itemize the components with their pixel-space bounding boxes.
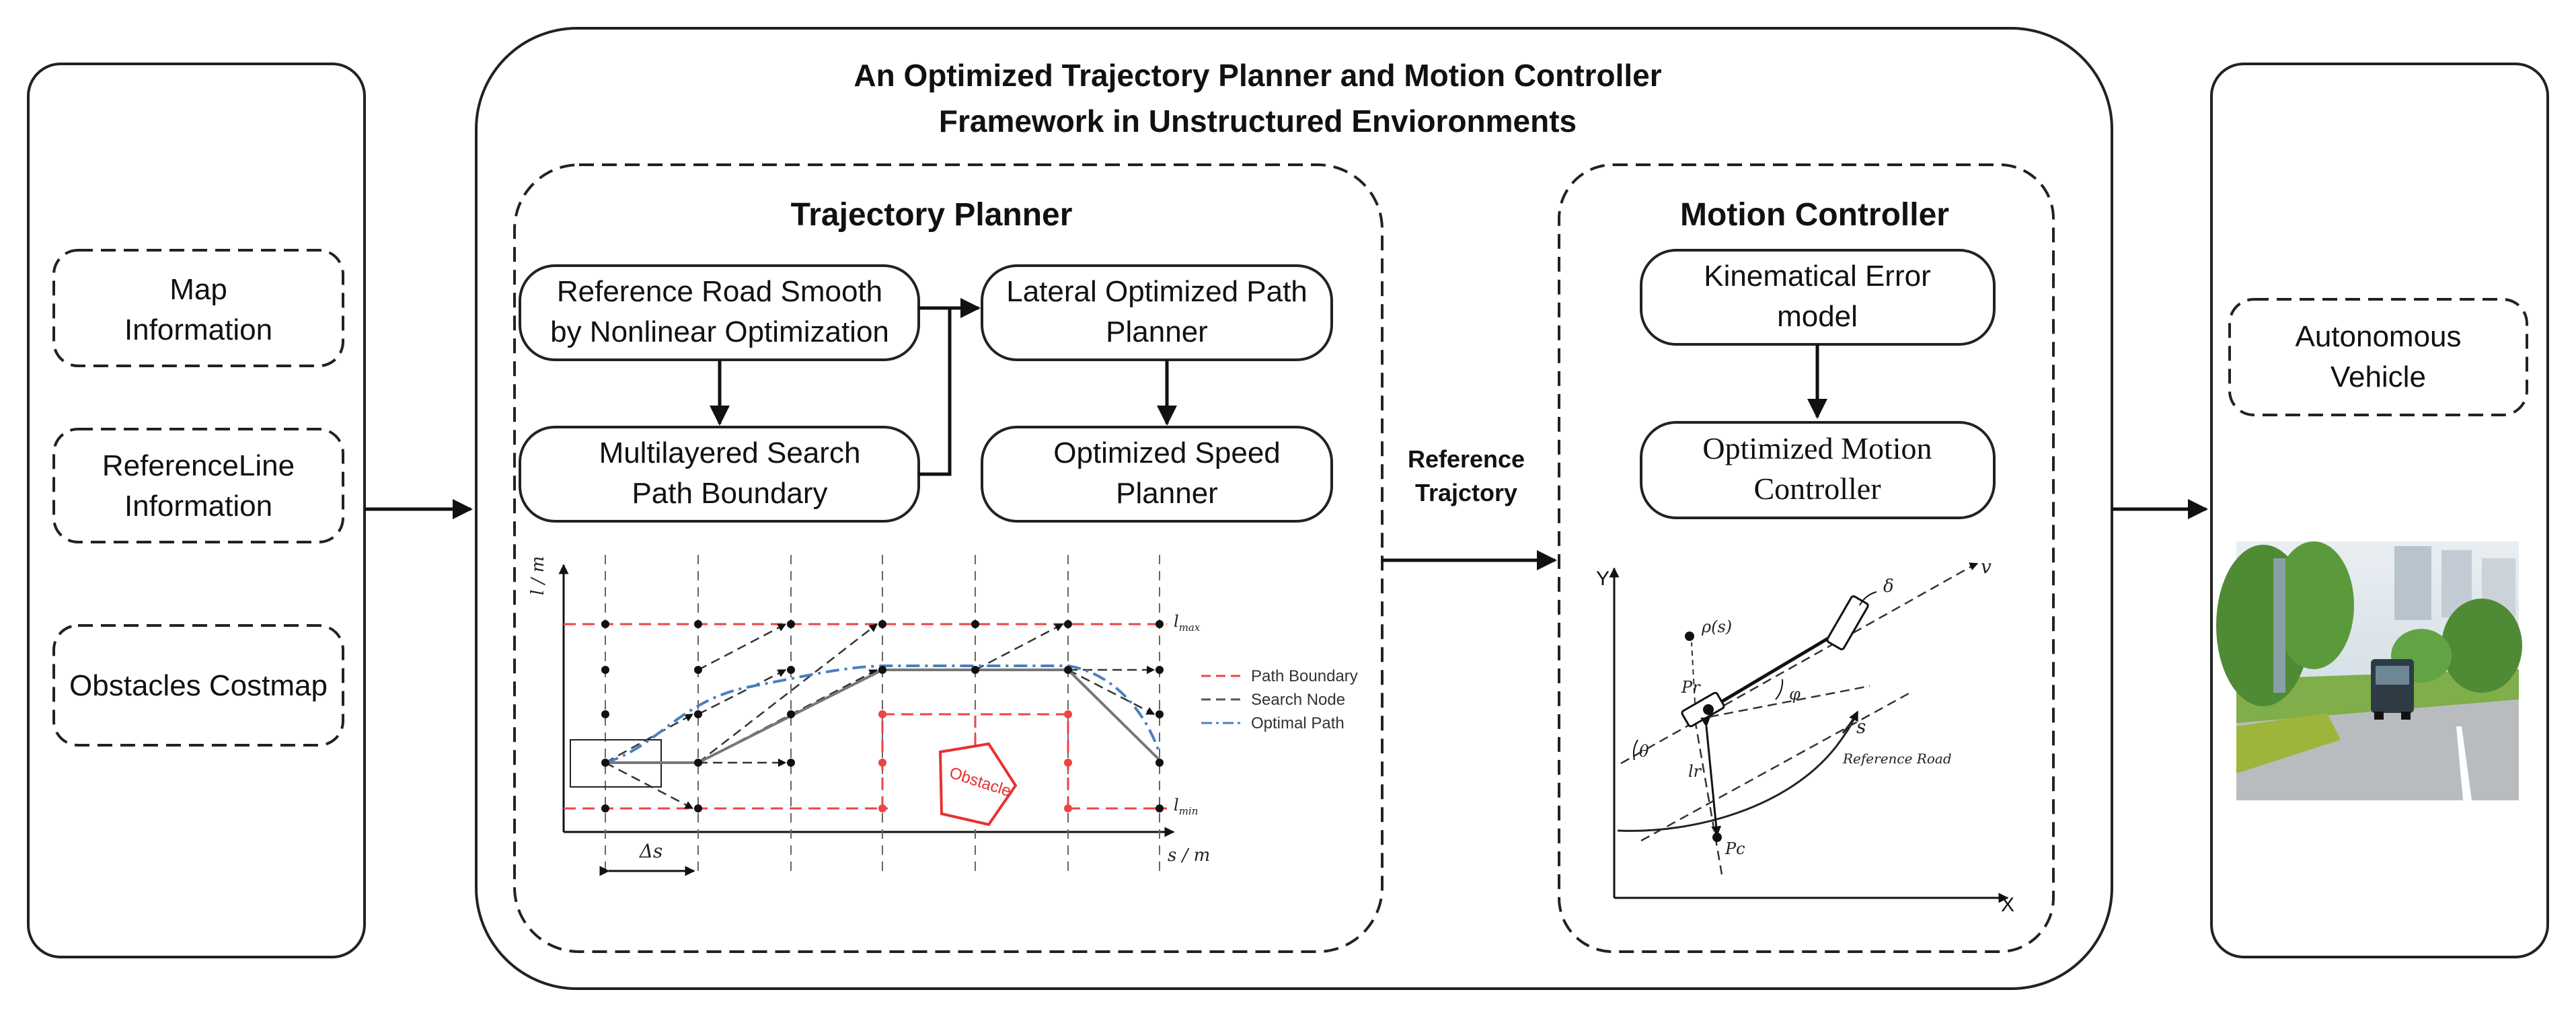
- map-label-line1: Map: [169, 273, 227, 306]
- speed-label-line1: Optimized Speed: [1053, 436, 1281, 469]
- refline-label-line1: ReferenceLine: [102, 449, 295, 482]
- error-label-line1: Kinematical Error: [1704, 260, 1930, 293]
- arrow-search-to-lateral: [919, 298, 981, 476]
- refline-label-line2: Information: [124, 490, 272, 523]
- kin-road-label: Reference Road: [1842, 751, 1952, 767]
- obstacles-costmap-box: Obstacles Costmap: [52, 624, 344, 747]
- lateral-label-line1: Lateral Optimized Path: [1006, 275, 1308, 308]
- autonomous-vehicle-box: Autonomous Vehicle: [2228, 298, 2528, 416]
- vehicle-photo: [2216, 541, 2522, 800]
- kinematic-diagram: Y X s Reference Road v ρ(s) Pr Pc δ θ: [1596, 556, 2014, 916]
- search-label-line1: Multilayered Search: [599, 436, 861, 469]
- reference-road-smooth-box: Reference Road Smooth by Nonlinear Optim…: [519, 264, 920, 361]
- framework-title-line1: An Optimized Trajectory Planner and Moti…: [854, 58, 1661, 93]
- speed-label-line2: Planner: [1116, 477, 1218, 510]
- map-information-box: Map Information: [52, 249, 344, 367]
- smooth-label-line2: by Nonlinear Optimization: [550, 315, 889, 348]
- kin-x-axis-label: X: [2001, 894, 2014, 916]
- motion-label-line1: Optimized Motion: [1702, 431, 1932, 465]
- graph-y-axis-label: l / m: [528, 556, 548, 595]
- kin-pc-label: Pc: [1725, 839, 1745, 858]
- search-label-line2: Path Boundary: [632, 477, 827, 510]
- legend-search-node: Search Node: [1251, 691, 1345, 709]
- lmax-label: lmax: [1174, 612, 1201, 634]
- reference-trajectory-label-line2: Trajctory: [1415, 479, 1517, 506]
- error-label-line2: model: [1777, 300, 1858, 333]
- kin-v-label: v: [1981, 556, 1992, 578]
- vehicle-panel: [2210, 63, 2549, 958]
- reference-trajectory-label-line1: Reference: [1408, 445, 1525, 473]
- motion-controller-panel: [1558, 163, 2055, 953]
- lateral-label-line2: Planner: [1106, 315, 1208, 348]
- referenceline-information-box: ReferenceLine Information: [52, 428, 344, 543]
- trajectory-planner-title: Trajectory Planner: [791, 197, 1073, 233]
- vehicle-label-line1: Autonomous: [2295, 320, 2461, 353]
- kin-theta-label: θ: [1639, 742, 1649, 761]
- legend-path-boundary: Path Boundary: [1251, 667, 1358, 685]
- trajectory-planner-panel: [513, 163, 1384, 953]
- kin-phi-label: φ: [1789, 685, 1801, 703]
- vehicle-label-line2: Vehicle: [2331, 360, 2426, 393]
- lmin-label: lmin: [1174, 796, 1198, 817]
- graph-x-axis-label: s / m: [1168, 845, 1210, 866]
- reference-road-curve: [1617, 712, 1858, 832]
- framework-title-line2: Framework in Unstructured Envioronments: [939, 104, 1577, 139]
- kin-rho-label: ρ(s): [1701, 617, 1732, 636]
- obstacle-shape: [938, 742, 1018, 827]
- delta-s-label: Δs: [639, 840, 663, 862]
- kin-pr-label: Pr: [1681, 678, 1701, 697]
- search-columns: [605, 555, 1160, 871]
- map-label-line2: Information: [124, 313, 272, 346]
- kin-lr-label: lr: [1688, 762, 1702, 781]
- kin-delta-label: δ: [1883, 576, 1894, 597]
- graph-legend: Path Boundary Search Node Optimal Path: [1201, 667, 1358, 732]
- optimized-motion-controller-box: Optimized Motion Controller: [1640, 421, 1996, 519]
- kinematical-error-model-box: Kinematical Error model: [1640, 249, 1996, 346]
- boundary-nodes: [878, 710, 1072, 812]
- lateral-optimized-path-box: Lateral Optimized Path Planner: [981, 264, 1333, 361]
- search-nodes: [601, 620, 1164, 812]
- path-search-graph: l / m s / m: [528, 555, 1358, 876]
- optimal-path: [605, 664, 1161, 764]
- smooth-label-line1: Reference Road Smooth: [557, 275, 882, 308]
- path-boundary-lines: [564, 623, 1167, 810]
- motion-label-line2: Controller: [1753, 471, 1881, 506]
- obstacles-label: Obstacles Costmap: [69, 669, 328, 702]
- kin-y-axis-label: Y: [1596, 568, 1609, 590]
- kin-s-label: s: [1856, 716, 1866, 738]
- motion-controller-title: Motion Controller: [1680, 197, 1949, 233]
- legend-optimal-path: Optimal Path: [1251, 714, 1344, 732]
- multilayered-search-box: Multilayered Search Path Boundary: [519, 426, 920, 523]
- optimized-speed-planner-box: Optimized Speed Planner: [981, 426, 1333, 523]
